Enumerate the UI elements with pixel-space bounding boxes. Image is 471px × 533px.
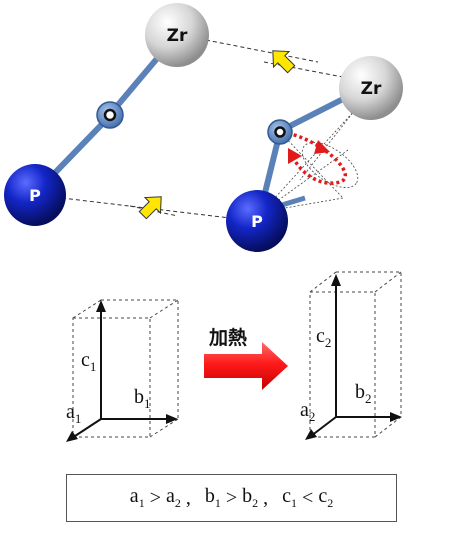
b-arrowhead-after [390,412,402,422]
b-arrowhead-before [166,414,178,424]
zr-atom-right-label: Zr [361,79,382,99]
heating-label: 加熱 [208,326,247,349]
relation-c2: c2 [318,485,334,510]
relation-a1: a1 [129,485,145,510]
a-arrowhead-before [66,431,78,442]
oxygen-atom-right [267,119,293,145]
axes-after [310,282,394,437]
oxygen-atom-left [96,101,124,129]
c-arrowhead-after [331,274,341,286]
bond-zr-o-right [286,95,347,130]
lattice-relation-box: a1 > a2 , b1 > b2 , c1 < c2 [66,474,397,522]
a-axis-before [71,418,102,439]
zr-atom-right: Zr [339,56,403,120]
relation-op-b: > [220,486,243,509]
bond-group-left [45,53,163,183]
p-atom-left: P [4,164,66,226]
rotation-arrow-icon [281,130,348,185]
heating-arrow-icon [204,342,288,390]
axes-before [71,308,170,439]
a1-label: a1 [66,401,81,426]
guide-line-top [205,39,319,63]
p-atom-right-label: P [251,212,263,231]
b2-label: b2 [355,381,372,406]
a-arrowhead-after [305,429,317,440]
p-atom-left-label: P [29,186,41,205]
a2-label: a2 [300,399,315,424]
unit-cell-after [309,271,402,438]
relation-op-a: > [144,486,166,509]
c-arrowhead-before [96,300,106,312]
zr-atom-left-label: Zr [167,26,188,46]
c1-label: c1 [81,349,96,374]
relation-b1: b1 [204,485,221,510]
relation-op-c: < [297,486,319,509]
shrink-arrow-bottom-icon [138,196,162,220]
zr-atom-left: Zr [145,3,209,67]
p-atom-right: P [226,190,288,252]
shrink-arrow-top-icon [272,50,296,74]
relation-sep-2: , [258,486,269,509]
guide-line-top-right [263,61,349,79]
bond-group-right [259,95,347,206]
relation-sep-1: , [180,486,191,509]
relation-c1: c1 [282,485,298,510]
relation-a2: a2 [165,485,181,510]
bond-zr-o-left [109,53,163,114]
relation-b2: b2 [242,485,259,510]
c2-label: c2 [316,325,331,350]
bond-o-p-left [45,115,111,183]
a-axis-after [310,416,337,437]
b1-label: b1 [134,386,151,411]
